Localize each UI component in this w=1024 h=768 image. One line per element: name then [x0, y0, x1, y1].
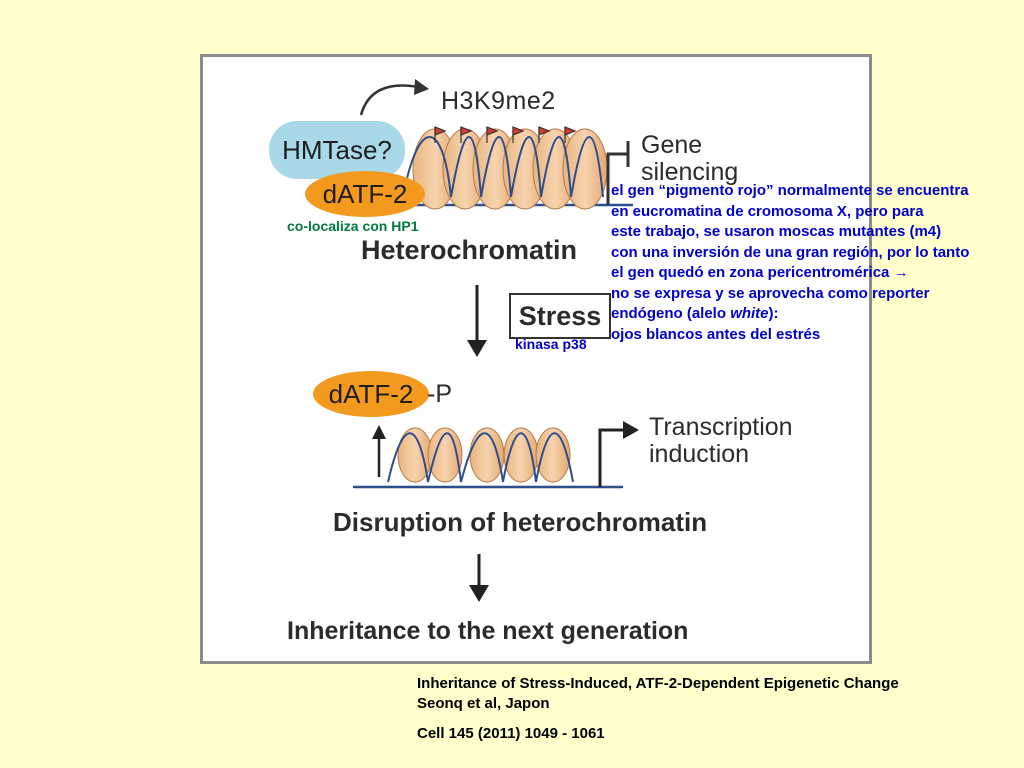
- hmtase-oval: HMTase?: [269, 121, 405, 179]
- note-line: endógeno (alelo white):: [611, 304, 969, 325]
- stress-label: Stress: [518, 300, 602, 331]
- nucleosome-array-bottom: [387, 427, 574, 483]
- datf2-oval-top: dATF-2: [305, 171, 425, 217]
- note-line: con una inversión de una gran región, po…: [611, 243, 970, 261]
- note-line: el gen quedó en zona pericentromérica →: [611, 264, 909, 281]
- disruption-label: Disruption of heterochromatin: [333, 507, 708, 537]
- note-line: ojos blancos antes del estrés: [611, 325, 821, 343]
- down-arrow-icon: [467, 285, 487, 357]
- note-line-prefix: endógeno (alelo: [611, 305, 731, 322]
- transcription-label: Transcription: [649, 413, 793, 441]
- stress-box: Stress: [509, 293, 611, 339]
- kinasa-annotation: kinasa p38: [515, 336, 587, 352]
- induction-label: induction: [649, 440, 750, 468]
- citation-title: Inheritance of Stress-Induced, ATF-2-Dep…: [417, 675, 899, 692]
- heterochromatin-label: Heterochromatin: [361, 235, 578, 265]
- note-line: este trabajo, se usaron moscas mutantes …: [611, 223, 942, 240]
- datf2-label-top: dATF-2: [322, 178, 408, 209]
- citation-authors: Seonq et al, Japon: [417, 695, 550, 712]
- down-arrow-icon: [469, 554, 489, 602]
- explanation-note: el gen “pigmento rojo” normalmente se en…: [611, 181, 969, 345]
- note-line: no se expresa y se aprovecha como report…: [611, 284, 930, 302]
- gene-label: Gene: [641, 131, 703, 159]
- citation-journal: Cell 145 (2011) 1049 - 1061: [417, 725, 605, 742]
- gene-silencing-bracket-icon: [606, 141, 630, 205]
- diagram-graphics: [353, 79, 639, 602]
- hmtase-label: HMTase?: [282, 134, 392, 165]
- h3k9me2-label: H3K9me2: [441, 87, 556, 115]
- note-line-suffix: ):: [768, 305, 779, 322]
- colocaliza-annotation: co-localiza con HP1: [287, 218, 419, 234]
- nucleosome-array-top: [402, 128, 608, 210]
- up-arrow-icon: [372, 425, 386, 477]
- note-line: en eucromatina de cromosoma X, pero para: [611, 202, 924, 220]
- datf2-oval-bottom: dATF-2: [313, 371, 429, 417]
- note-line: el gen “pigmento rojo” normalmente se en…: [611, 182, 969, 199]
- phospho-label: -P: [427, 380, 452, 408]
- methyl-flag-icon: [434, 126, 577, 143]
- figure-panel: H3K9me2 HMTase? dATF-2 Gene silencing He…: [200, 54, 872, 664]
- curved-arrow-icon: [359, 79, 429, 116]
- inheritance-label: Inheritance to the next generation: [287, 617, 689, 645]
- silencing-label: silencing: [641, 158, 739, 186]
- note-line-italic: white: [730, 305, 769, 322]
- datf2-label-bottom: dATF-2: [328, 378, 414, 409]
- transcription-arrow-icon: [598, 421, 639, 487]
